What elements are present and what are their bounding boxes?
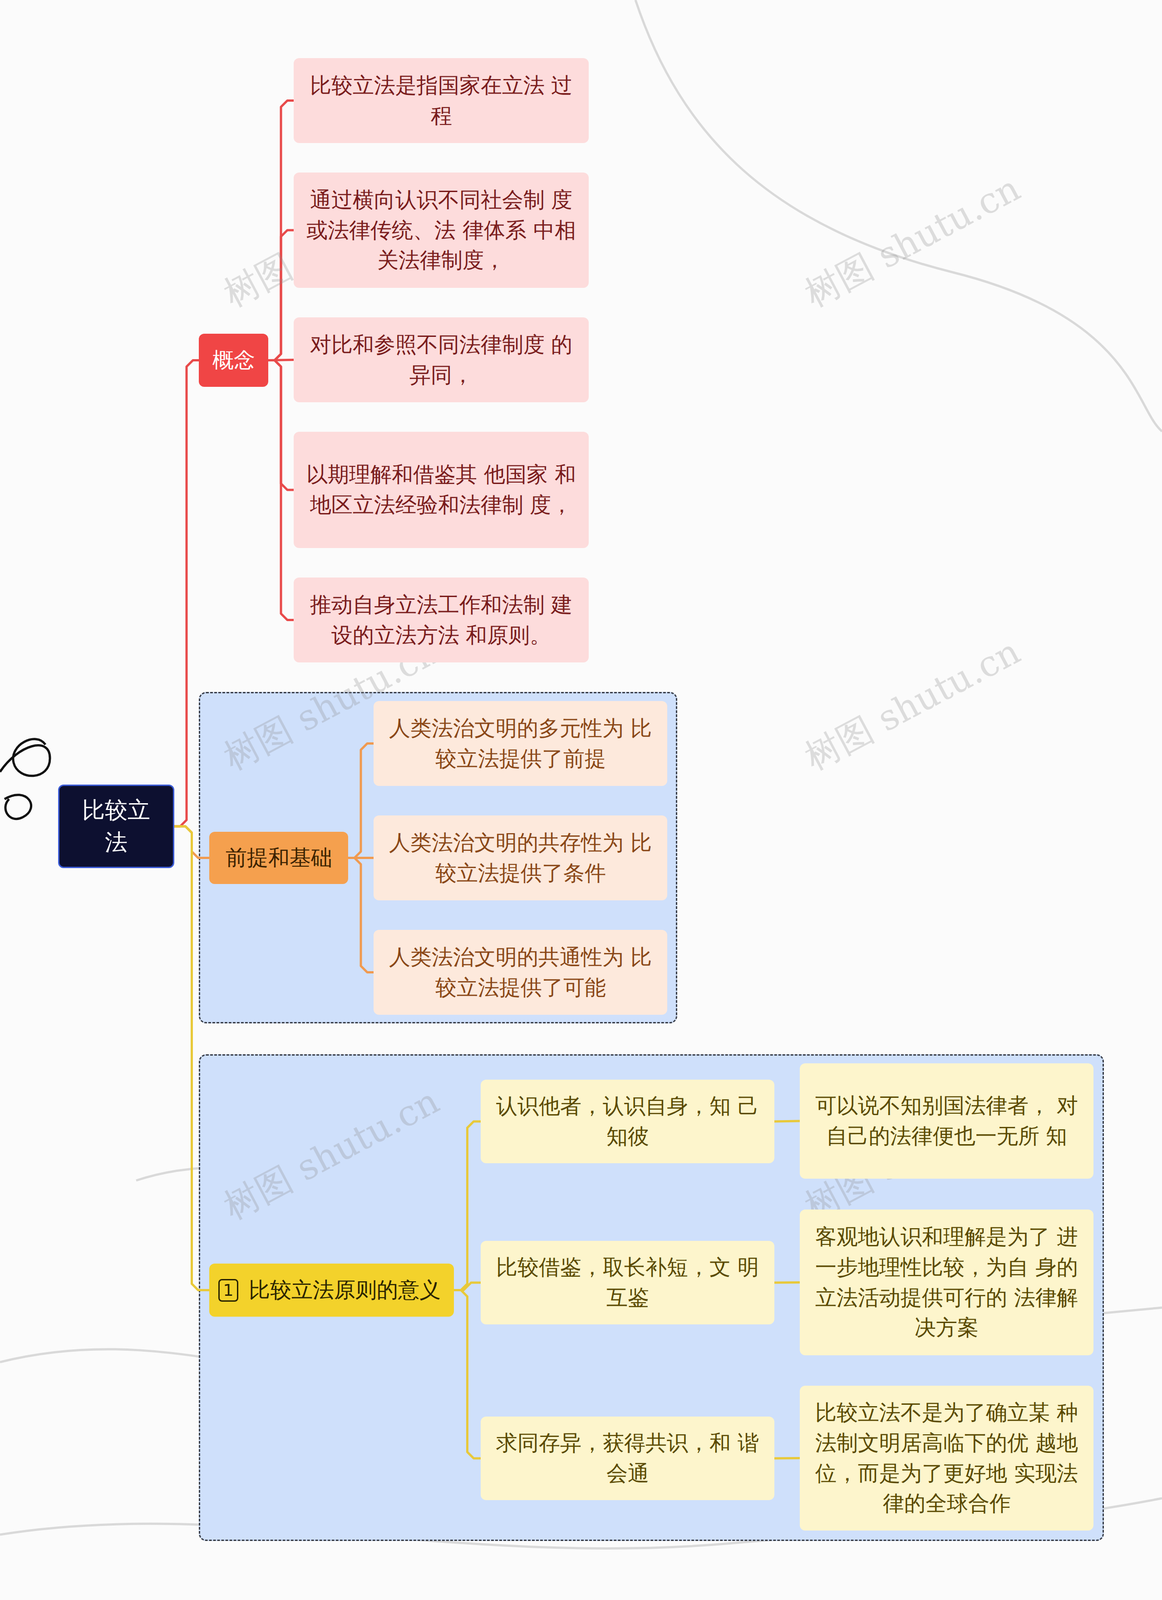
leaf-box: 求同存异，获得共识，和 谐会通 (480, 1416, 775, 1500)
leaf-box: 人类法治文明的共通性为 比较立法提供了可能 (373, 929, 668, 1015)
leaf-box: 客观地认识和理解是为了 进一步地理性比较，为自 身的立法活动提供可行的 法律解决… (799, 1209, 1094, 1355)
node-text: 客观地认识和理解是为了 进一步地理性比较，为自 身的立法活动提供可行的 法律解决… (811, 1221, 1082, 1343)
node-text: 比较立法原则的意义 (248, 1274, 441, 1305)
branch-topic: 前提和基础 (209, 831, 349, 884)
leaf-box: 比较立法不是为了确立某 种法制文明居高临下的优 越地位，而是为了更好地 实现法律… (799, 1385, 1094, 1531)
leaf-box: 可以说不知别国法律者， 对自己的法律便也一无所 知 (799, 1063, 1094, 1179)
leaf-box: 比较立法是指国家在立法 过程 (293, 58, 589, 143)
branch-topic: 比较立法原则的意义 (209, 1263, 454, 1317)
leaf-box: 人类法治文明的多元性为 比较立法提供了前提 (373, 700, 668, 786)
node-text: 人类法治文明的共存性为 比较立法提供了条件 (385, 827, 656, 888)
root-topic: 比较立法 (58, 784, 175, 868)
branch-connector (268, 100, 294, 361)
branch-connector (348, 743, 374, 858)
branch-connector (774, 1280, 800, 1284)
watermark: 树图 shutu.cn (797, 628, 1029, 782)
node-text: 推动自身立法工作和法制 建设的立法方法 和原则。 (305, 589, 577, 650)
branch-connector (268, 360, 294, 621)
node-text: 以期理解和借鉴其 他国家 和地区立法经验和法律制 度， (305, 459, 577, 520)
branch-connector (774, 1120, 800, 1122)
leaf-box: 认识他者，认识自身，知 己知彼 (480, 1079, 775, 1163)
node-text: 比较立法不是为了确立某 种法制文明居高临下的优 越地位，而是为了更好地 实现法律… (811, 1397, 1082, 1519)
leaf-box: 对比和参照不同法律制度 的异同， (293, 317, 589, 403)
branch-connector (268, 230, 294, 361)
node-text: 人类法治文明的多元性为 比较立法提供了前提 (385, 713, 656, 774)
node-text: 认识他者，认识自身，知 己知彼 (492, 1090, 763, 1152)
marble-vein (0, 0, 1162, 1548)
node-text: 比较立法是指国家在立法 过程 (305, 70, 577, 131)
node-text: 通过横向认识不同社会制 度或法律传统、法 律体系 中相关法律制度， (305, 184, 577, 276)
branch-connector (453, 1121, 481, 1291)
node-text: 比较借鉴，取长补短，文 明互鉴 (492, 1251, 763, 1313)
node-text: 概念 (212, 344, 256, 376)
branch-connector (453, 1290, 481, 1459)
node-text: 求同存异，获得共识，和 谐会通 (492, 1427, 763, 1488)
branch-topic: 概念 (198, 333, 269, 387)
leaf-box: 人类法治文明的共存性为 比较立法提供了条件 (373, 815, 668, 901)
branch-connector (174, 360, 199, 827)
number-icon: 1 (218, 1278, 239, 1302)
branch-connector (348, 857, 374, 973)
leaf-box: 通过横向认识不同社会制 度或法律传统、法 律体系 中相关法律制度， (293, 172, 589, 288)
leaf-box: 以期理解和借鉴其 他国家 和地区立法经验和法律制 度， (293, 431, 589, 548)
branch-connector (174, 826, 210, 1291)
watermark: 树图 shutu.cn (797, 165, 1029, 319)
node-text: 对比和参照不同法律制度 的异同， (305, 329, 577, 390)
leaf-box: 比较借鉴，取长补短，文 明互鉴 (480, 1240, 775, 1325)
watermark: 树图 shutu.cn (216, 1077, 448, 1231)
node-text: 可以说不知别国法律者， 对自己的法律便也一无所 知 (811, 1090, 1082, 1151)
node-text: 比较立法 (71, 793, 162, 859)
node-text: 前提和基础 (225, 842, 333, 873)
node-text: 人类法治文明的共通性为 比较立法提供了可能 (385, 941, 656, 1003)
branch-connector (774, 1456, 800, 1460)
leaf-box: 推动自身立法工作和法制 建设的立法方法 和原则。 (293, 577, 589, 663)
